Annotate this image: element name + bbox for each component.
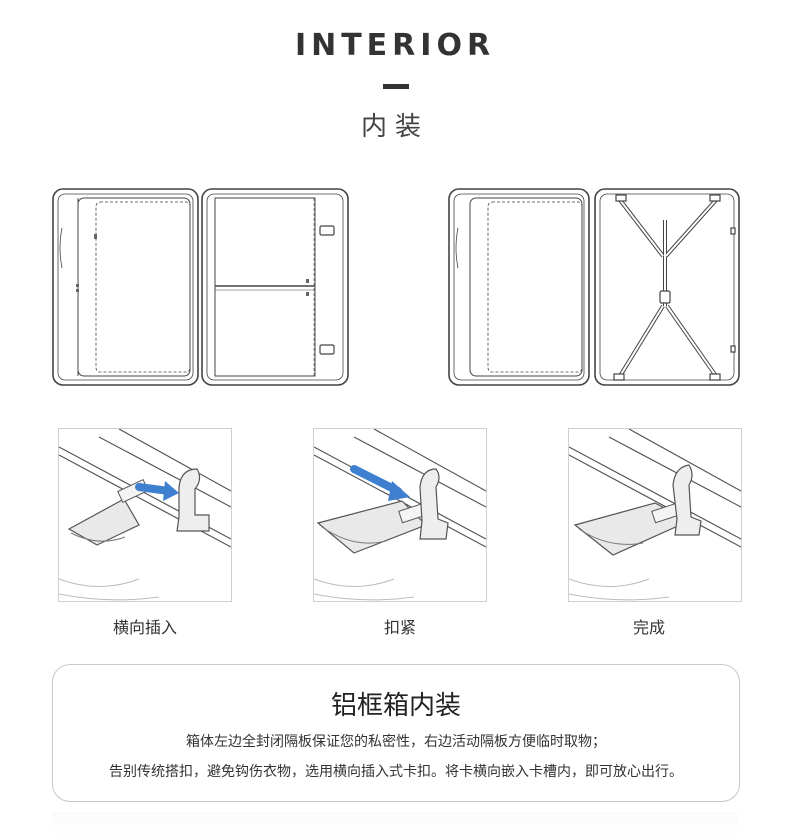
title-cn: 内装 bbox=[360, 112, 429, 142]
step-label-insert: 横向插入 bbox=[112, 618, 177, 637]
card-title: 铝框箱内装 bbox=[330, 691, 461, 721]
title-en: INTERIOR bbox=[294, 28, 496, 63]
step-image-done bbox=[568, 428, 742, 602]
title-divider bbox=[383, 84, 409, 89]
card-description-line-2: 告别传统搭扣，避免钩伤衣物，选用横向插入式卡扣。将卡横向嵌入卡槽内，即可放心出行… bbox=[109, 764, 683, 780]
bottom-fade bbox=[52, 812, 738, 838]
step-label-fasten: 扣紧 bbox=[383, 618, 416, 637]
step-image-insert bbox=[58, 428, 232, 602]
step-label-done: 完成 bbox=[632, 618, 665, 637]
card-description-line-1: 箱体左边全封闭隔板保证您的私密性，右边活动隔板方便临时取物； bbox=[186, 734, 606, 750]
suitcase-illustration-straps bbox=[448, 188, 740, 386]
description-card: 铝框箱内装 箱体左边全封闭隔板保证您的私密性，右边活动隔板方便临时取物； 告别传… bbox=[52, 664, 740, 802]
suitcase-illustration-divider bbox=[52, 188, 350, 386]
step-image-fasten bbox=[313, 428, 487, 602]
